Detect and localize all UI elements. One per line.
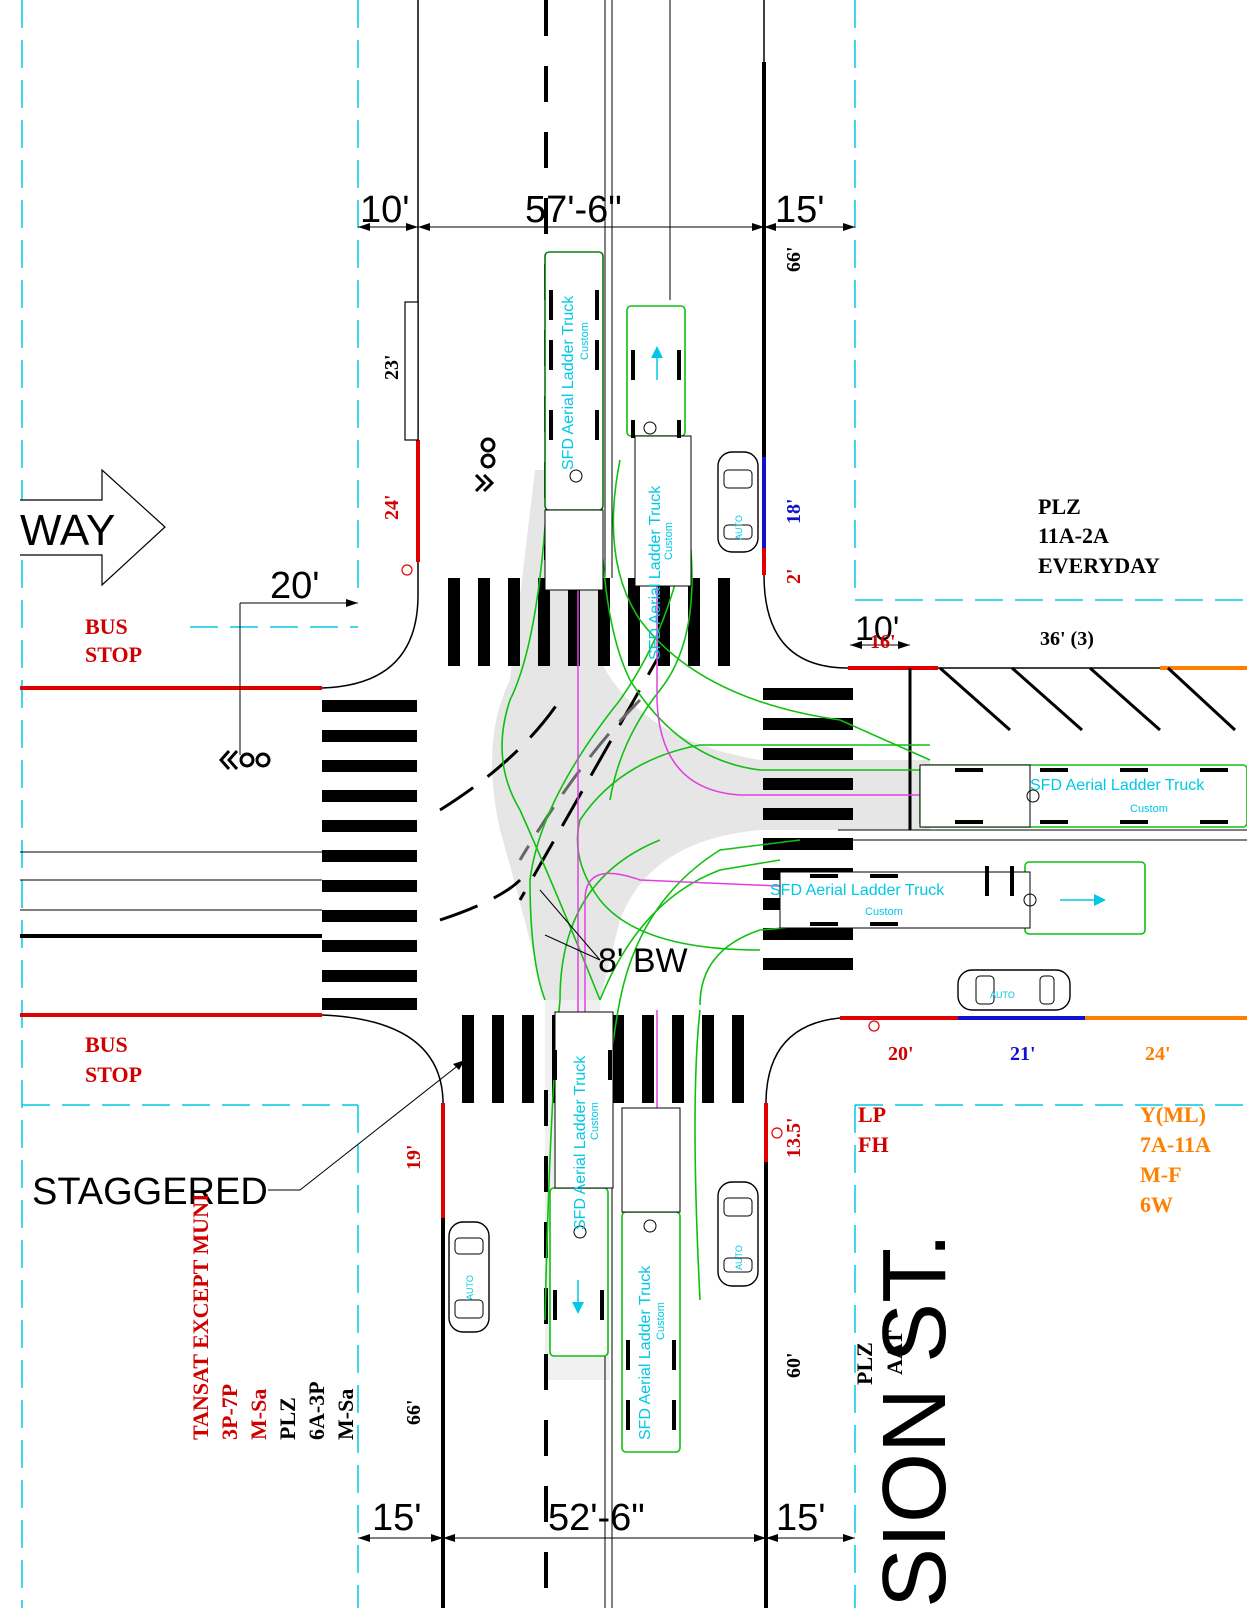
curb-length: 18': [783, 498, 805, 524]
dim-bottom-right: 15': [776, 1497, 826, 1539]
dim-top-road: 57'-6": [525, 189, 622, 231]
yml-sign: Y(ML): [1140, 1102, 1206, 1127]
dim-east-sidewalk: 10': [855, 610, 899, 648]
dim-bottom-road: 52'-6": [548, 1497, 645, 1539]
dim-crosswalk: 8' BW: [598, 942, 688, 980]
blue-curbs: [762, 457, 1085, 1020]
tansat-sign: M-Sa: [246, 1389, 271, 1440]
dim-top-right: 15': [775, 189, 825, 231]
median-lines: [20, 0, 1247, 1608]
curb-length: 66': [403, 1399, 425, 1425]
truck-sublabel: Custom: [1130, 803, 1168, 815]
tansat-sign: 3P-7P: [217, 1384, 242, 1440]
property-lines: [21, 0, 1247, 1608]
bike-sharrow-icon: [474, 437, 496, 493]
parked-car-sw: AUTO: [448, 1221, 490, 1333]
lane-guides: [439, 639, 670, 922]
bus-stop-label: STOP: [85, 1062, 142, 1087]
truck-label: SFD Aerial Ladder Truck: [637, 1265, 654, 1440]
tansat-sign: M-Sa: [333, 1389, 358, 1440]
lane-guides-gray: [518, 698, 642, 861]
ladder-truck-north-1: SFD Aerial Ladder Truck Custom: [544, 251, 604, 591]
lp-sign: LP: [858, 1102, 886, 1127]
parked-car-east: AUTO: [957, 969, 1071, 1011]
tansat-sign: PLZ: [275, 1397, 300, 1440]
plz-sign: 11A-2A: [1038, 523, 1109, 548]
truck-sublabel: Custom: [589, 1102, 601, 1140]
ladder-truck-east-1: SFD Aerial Ladder Truck Custom: [919, 764, 1247, 828]
yml-sign: M-F: [1140, 1162, 1182, 1187]
hydrant-marker: [868, 1020, 880, 1032]
curb-length: 24': [381, 494, 403, 520]
street-name: SION ST.: [865, 1233, 965, 1608]
one-way-arrow-icon: WAY: [20, 468, 166, 587]
curb-length: 2': [783, 568, 805, 584]
bus-stop-label: BUS: [85, 614, 128, 639]
diagonal-parking: [908, 666, 1237, 830]
crosswalk-west: [322, 700, 417, 1010]
truck-label: SFD Aerial Ladder Truck: [1030, 777, 1205, 794]
bike-sharrow-icon: [218, 750, 271, 770]
ladder-truck-south-1: SFD Aerial Ladder Truck Custom: [549, 1011, 614, 1357]
truck-label: SFD Aerial Ladder Truck: [572, 1055, 589, 1230]
curb-length: 13.5': [783, 1117, 805, 1158]
curb-length: 20': [888, 1043, 914, 1065]
plz-sign: EVERYDAY: [1038, 553, 1160, 578]
orange-curbs: [1085, 666, 1247, 1020]
truck-sublabel: Custom: [579, 322, 591, 360]
truck-sublabel: Custom: [865, 906, 903, 918]
plz-sign: PLZ: [852, 1342, 877, 1385]
ladder-truck-south-2: SFD Aerial Ladder Truck Custom: [621, 1107, 681, 1453]
ladder-truck-east-2: SFD Aerial Ladder Truck Custom: [770, 861, 1146, 935]
hydrant-marker: [771, 1127, 783, 1139]
curb-length: 16': [870, 631, 896, 653]
truck-label: SFD Aerial Ladder Truck: [560, 295, 577, 470]
car-label: AUTO: [734, 515, 744, 540]
yml-sign: 7A-11A: [1140, 1132, 1211, 1157]
car-label: AUTO: [990, 990, 1015, 1000]
ladder-truck-north-2: SFD Aerial Ladder Truck Custom: [626, 305, 692, 660]
parked-car-se: AUTO: [717, 1181, 759, 1287]
curb-length: 36' (3): [1040, 628, 1094, 650]
dim-west-setback: 20': [270, 565, 320, 607]
truck-sublabel: Custom: [663, 522, 675, 560]
red-curbs: [20, 440, 958, 1218]
curb-length: 66': [783, 246, 805, 272]
curb-length: 23': [381, 354, 403, 380]
parked-car-ne: AUTO: [717, 451, 759, 553]
truck-label: SFD Aerial Ladder Truck: [770, 882, 945, 899]
plz-sign: PLZ: [1038, 494, 1081, 519]
curb-length: 21': [1010, 1043, 1036, 1065]
tansat-sign: 6A-3P: [304, 1381, 329, 1440]
tansat-sign: TANSAT EXCEPT MUNI: [188, 1193, 213, 1440]
dim-top-left: 10': [360, 189, 410, 231]
curb-length: 24': [1145, 1043, 1171, 1065]
curb-length: 60': [783, 1352, 805, 1378]
dim-bottom-left: 15': [372, 1497, 422, 1539]
staggered-label: STAGGERED: [32, 1171, 268, 1213]
truck-label: SFD Aerial Ladder Truck: [647, 485, 664, 660]
plz-sign: AAT: [882, 1330, 907, 1375]
hydrant-marker: [401, 564, 413, 576]
one-way-label: WAY: [20, 506, 115, 555]
fh-sign: FH: [858, 1132, 889, 1157]
car-label: AUTO: [734, 1245, 744, 1270]
bus-stop-label: STOP: [85, 642, 142, 667]
yml-sign: 6W: [1140, 1192, 1173, 1217]
white-zone-curb: [404, 301, 419, 441]
dimension-ticks: [346, 223, 910, 1542]
car-label: AUTO: [465, 1275, 475, 1300]
truck-sublabel: Custom: [655, 1302, 667, 1340]
bus-stop-label: BUS: [85, 1032, 128, 1057]
curb-length: 19': [403, 1144, 425, 1170]
